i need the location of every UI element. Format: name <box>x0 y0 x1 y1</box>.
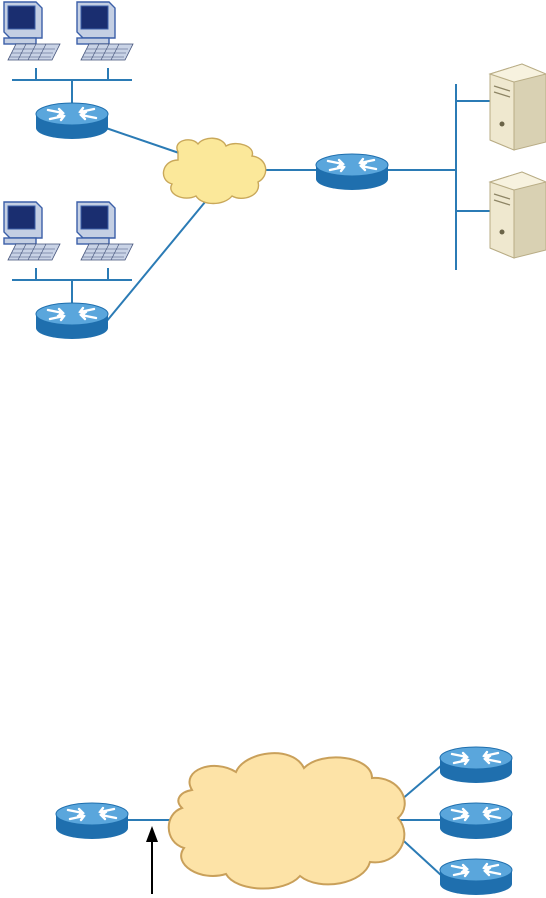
lan-2-segment <box>12 268 132 305</box>
router-icon <box>36 303 108 339</box>
workstation-icon <box>4 2 60 60</box>
router-icon <box>440 859 512 895</box>
cloud-icon <box>163 138 265 203</box>
pointer-arrow <box>146 826 158 894</box>
server-icon <box>490 64 546 150</box>
router-icon <box>36 103 108 139</box>
workstation-icon <box>77 2 133 60</box>
router-icon <box>440 747 512 783</box>
server-icon <box>490 172 546 258</box>
router-icon <box>440 803 512 839</box>
link-router1-cloud <box>106 128 182 154</box>
server-segment <box>388 84 490 270</box>
bottom-network-diagram <box>56 747 512 895</box>
router-icon <box>56 803 128 839</box>
top-network-diagram <box>4 2 546 339</box>
workstation-icon <box>77 202 133 260</box>
cloud-icon <box>169 753 405 888</box>
lan-1-segment <box>12 68 132 105</box>
router-icon <box>316 154 388 190</box>
workstation-icon <box>4 202 60 260</box>
